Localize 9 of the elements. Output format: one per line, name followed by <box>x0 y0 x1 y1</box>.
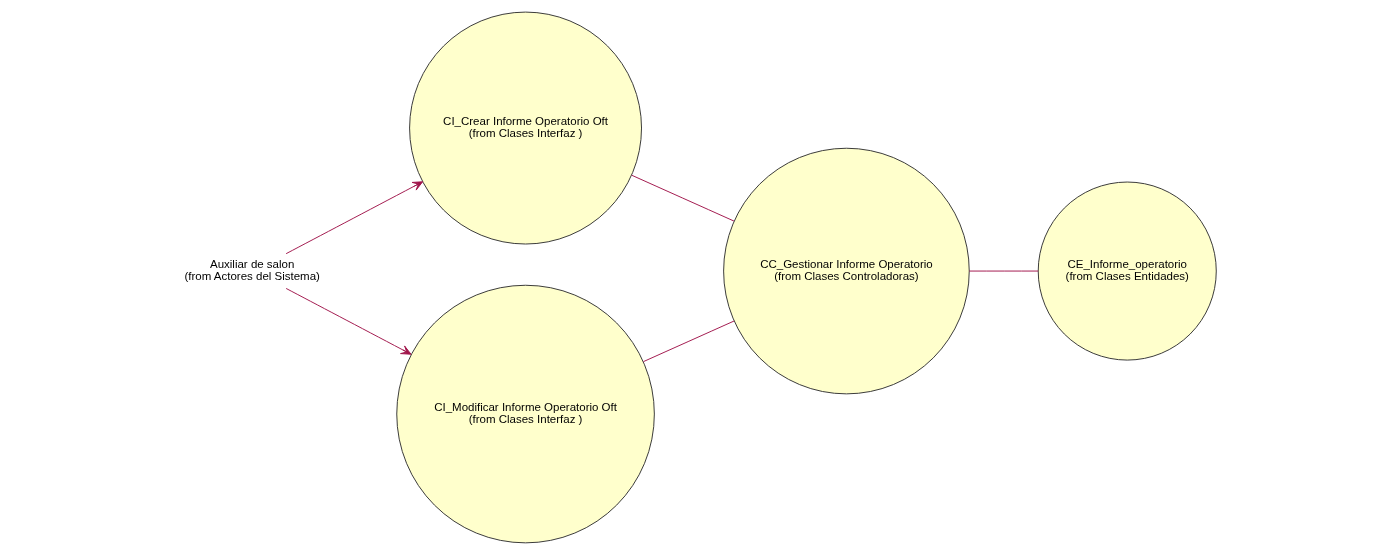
arrow <box>285 181 424 255</box>
node-circle: CI_Modificar Informe Operatorio Oft (from Clases Interfaz ) <box>396 284 655 544</box>
connector <box>643 320 735 363</box>
node-circle: CE_Informe_operatorio (from Clases Entidades) <box>1037 181 1217 361</box>
connector <box>968 270 1039 272</box>
arrow <box>285 287 412 355</box>
node-text: Auxiliar de salon (from Actores del Sistema) <box>184 257 320 283</box>
connector <box>631 174 735 222</box>
node-circle: CC_Gestionar Informe Operatorio (from Clases Controladoras) <box>723 147 970 395</box>
